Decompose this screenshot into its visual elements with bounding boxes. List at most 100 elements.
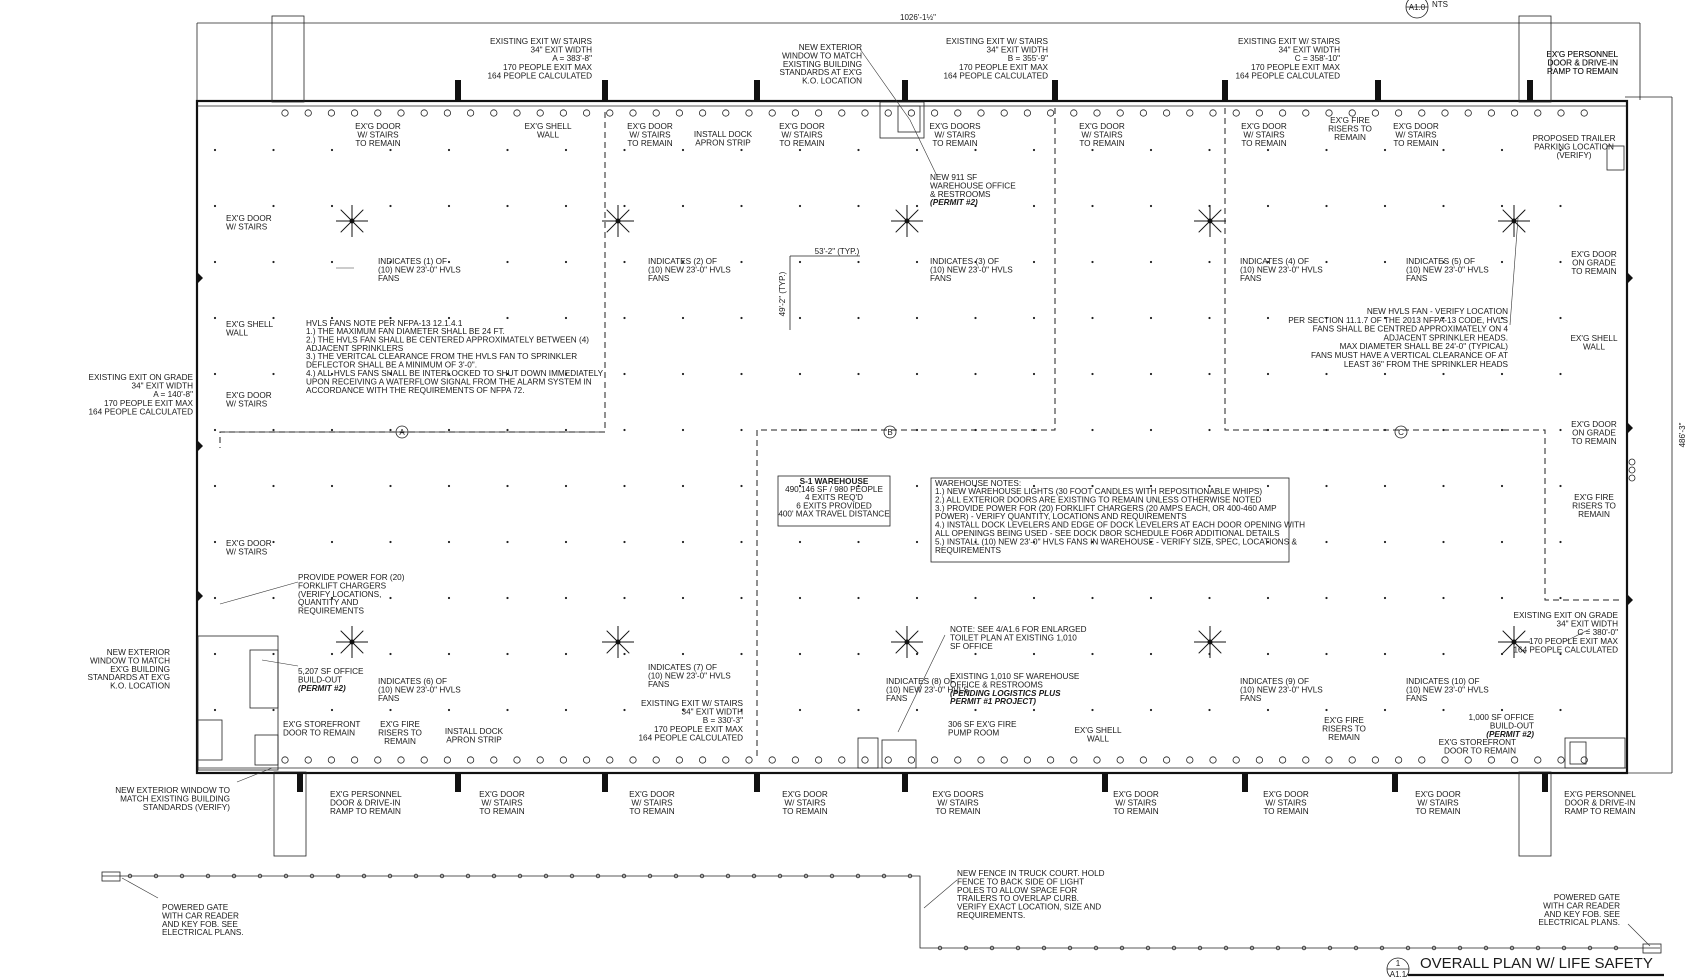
exit-stair-top xyxy=(902,80,908,100)
callout-label-line: TO REMAIN xyxy=(779,139,824,148)
exit-callout-line: 164 PEOPLE CALCULATED xyxy=(88,407,193,416)
callout-label-line: WINDOW TO MATCH xyxy=(782,51,862,60)
callout-label-line: EX'G FIRE xyxy=(1330,116,1370,125)
fence-post xyxy=(1405,945,1411,951)
occupancy-box xyxy=(777,475,891,527)
column-grid-dot xyxy=(1091,372,1094,376)
column-grid-dot xyxy=(272,372,275,376)
callout-label-line: W/ STAIRS xyxy=(357,130,399,139)
column-grid-dot xyxy=(798,372,802,376)
column-grid-dot xyxy=(1149,260,1153,264)
callout-label-line: EXISTING 1,010 SF WAREHOUSE xyxy=(950,672,1080,681)
dock-door-symbol xyxy=(1047,109,1055,117)
column-grid-dot xyxy=(681,260,685,264)
hvls-fan-callout-line: INDICATES (3) OF xyxy=(930,257,999,266)
dock-door-symbol xyxy=(1580,109,1588,117)
column-grid-dot xyxy=(681,204,685,208)
dock-door-symbol xyxy=(606,109,614,117)
callout-label-line: POWERED GATE xyxy=(1554,893,1621,902)
fence-post xyxy=(1301,945,1307,951)
dock-door-symbol xyxy=(861,109,869,117)
column-grid-dot xyxy=(681,708,685,712)
column-grid-dot xyxy=(681,372,685,376)
dock-door-symbol xyxy=(1348,109,1356,117)
fence-post xyxy=(1613,945,1619,951)
column-grid-dot xyxy=(740,372,743,376)
column-grid-dot xyxy=(1091,204,1094,208)
column-grid-dot xyxy=(389,596,392,600)
column-grid-dot xyxy=(1208,596,1211,600)
column-grid-dot xyxy=(1325,484,1328,488)
callout-label-line: DOOR TO REMAIN xyxy=(283,728,355,737)
column-grid-dot xyxy=(623,148,626,152)
hvls-fan-callout-line: FANS xyxy=(1240,694,1262,703)
column-grid-dot xyxy=(740,708,743,712)
side-exit-door xyxy=(197,440,203,452)
dock-door-symbol xyxy=(606,756,614,764)
column-grid-dot xyxy=(1559,428,1562,432)
dock-door-symbol xyxy=(1418,109,1426,117)
occupancy-line: 490,146 SF / 980 PEOPLE xyxy=(785,485,883,494)
dock-door-symbol xyxy=(350,109,359,117)
column-grid-dot xyxy=(447,708,451,712)
column-grid-dot xyxy=(1383,652,1387,656)
column-grid-dot xyxy=(1266,204,1270,208)
hvls-note-line: 1.) THE MAXIMUM FAN DIAMETER SHALL BE 24… xyxy=(306,327,505,336)
callout-label-line: WITH CAR READER xyxy=(1543,901,1620,910)
column-grid-dot xyxy=(506,316,509,320)
column-grid-dot xyxy=(1032,596,1036,600)
callout-label-line: TO REMAIN xyxy=(1415,807,1460,816)
column-grid-dot xyxy=(330,316,334,320)
dock-door-symbol xyxy=(443,756,451,764)
warehouse-notes-box xyxy=(930,477,1290,563)
callout-label-line: EX'G STOREFRONT xyxy=(283,720,360,729)
dock-door-symbol xyxy=(838,109,846,117)
callout-label-line: REMAIN xyxy=(1334,133,1366,142)
drawing-title: OVERALL PLAN W/ LIFE SAFETY xyxy=(1420,955,1653,972)
exit-stair-bottom xyxy=(902,774,908,792)
dock-door-symbol xyxy=(1580,756,1588,764)
fence-post xyxy=(309,873,315,879)
column-grid-dot xyxy=(915,652,919,656)
column-grid-dot xyxy=(1442,148,1445,152)
dock-door-symbol xyxy=(1371,109,1380,117)
callout-label-line: K.O. LOCATION xyxy=(110,682,170,691)
column-grid-dot xyxy=(974,372,977,376)
column-grid-dot xyxy=(447,148,451,152)
exit-callout-line: 164 PEOPLE CALCULATED xyxy=(1235,71,1340,80)
column-grid-dot xyxy=(623,316,626,320)
column-grid-dot xyxy=(447,316,451,320)
column-grid-dot xyxy=(915,428,919,432)
hvls-note-line: DEFLECTOR SHALL BE A MINIMUM OF 3'-0". xyxy=(306,361,477,370)
dock-door-symbol xyxy=(652,109,660,117)
exit-callout-line: 34" EXIT WIDTH xyxy=(682,708,744,717)
exit-stair-bottom xyxy=(1542,774,1548,792)
column-grid-dot xyxy=(564,148,568,152)
dock-door-symbol xyxy=(1557,109,1565,117)
dock-door-symbol xyxy=(1395,109,1403,117)
callout-label-line: STANDARDS AT EX'G xyxy=(87,673,170,682)
dock-door-symbol xyxy=(350,756,359,764)
hvls-note-line: 4.) ALL HVLS FANS SHALL BE INTERLOCKED T… xyxy=(306,369,604,378)
callout-label-permit: (PERMIT #2) xyxy=(1486,730,1534,739)
column-grid-dot xyxy=(389,372,392,376)
callout-label-line: FORKLIFT CHARGERS xyxy=(298,581,387,590)
column-grid-dot xyxy=(1559,652,1562,656)
callout-label-permit: (PERMIT #2) xyxy=(930,198,978,207)
callout-label-line: K.O. LOCATION xyxy=(802,77,862,86)
dock-door-symbol xyxy=(954,109,962,117)
column-grid-dot xyxy=(330,708,334,712)
exit-callout-line: C = 358'-10" xyxy=(1295,54,1340,63)
column-grid-dot xyxy=(1383,708,1387,712)
callout-label-line: W/ STAIRS xyxy=(784,798,826,807)
column-grid-dot xyxy=(915,316,919,320)
exit-stair-bottom xyxy=(297,774,303,792)
dock-door-symbol xyxy=(791,756,800,764)
callout-label-line: NEW EXTERIOR xyxy=(799,43,862,52)
exit-callout-line: B = 330'-3" xyxy=(703,716,743,725)
column-grid-dot xyxy=(857,708,860,712)
column-grid-dot xyxy=(1032,260,1036,264)
callout-label-line: INSTALL DOCK xyxy=(694,130,753,139)
column-grid-dot xyxy=(1500,596,1504,600)
dock-door-symbol xyxy=(1139,756,1148,764)
